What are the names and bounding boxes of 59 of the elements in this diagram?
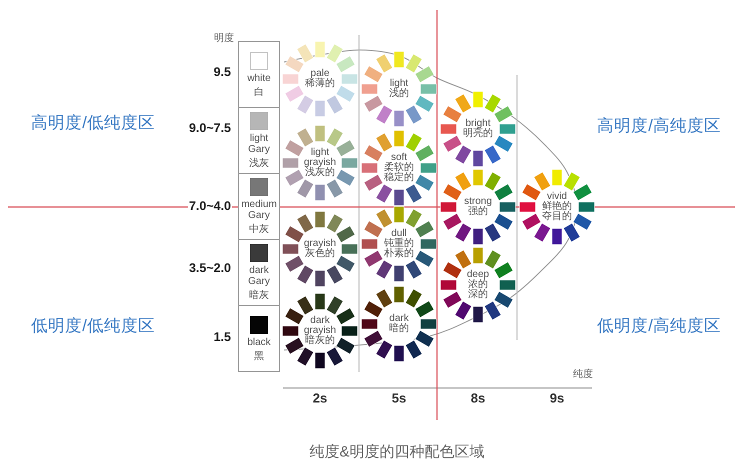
tone-label: vivid xyxy=(546,192,567,202)
axis-tick-label: 9s xyxy=(550,390,564,406)
tone-label: 深的 xyxy=(468,290,488,300)
lightness-value: 9.5 xyxy=(212,65,232,79)
tone-label: deep xyxy=(466,270,490,280)
tone-label: pale xyxy=(310,69,330,79)
lightness-value: 7.0~4.0 xyxy=(188,199,232,213)
tone-label: soft xyxy=(390,153,408,163)
zone-label: 高明度/高纯度区 xyxy=(597,116,721,137)
lightness-value: 3.5~2.0 xyxy=(188,261,232,275)
tone-label: 强的 xyxy=(468,207,488,217)
step-label: dark Gary xyxy=(247,265,271,287)
step-label: 白 xyxy=(254,86,264,98)
tone-label: 暗的 xyxy=(389,324,409,334)
tone-label: dull xyxy=(391,229,407,239)
step-label: white xyxy=(247,72,271,84)
tone-label: 稀薄的 xyxy=(305,79,335,89)
tone-label: 柔软的 xyxy=(384,163,414,173)
tone-label: 鲜艳的 xyxy=(542,202,572,212)
zone-label: 低明度/低纯度区 xyxy=(31,316,155,337)
tone-label: 朴素的 xyxy=(384,249,414,259)
axis-tick-label: 2s xyxy=(312,390,328,406)
tone-label: grayish xyxy=(304,239,336,249)
step-label: 浅灰 xyxy=(249,158,269,169)
tone-label: 夺目的 xyxy=(542,212,572,222)
tone-label: 稳定的 xyxy=(384,173,414,183)
tone-label: light grayish xyxy=(303,148,337,168)
tone-label: dark xyxy=(389,314,409,324)
lightness-step xyxy=(238,239,280,306)
step-label: black xyxy=(247,336,271,348)
tone-label: light xyxy=(390,79,408,89)
step-label: 暗灰 xyxy=(249,290,269,301)
caption: 纯度&明度的四种配色区域 xyxy=(310,442,484,462)
lightness-value: 9.0~7.5 xyxy=(188,121,232,135)
axis-title: 纯度 xyxy=(573,368,593,381)
lightness-step xyxy=(238,107,280,174)
lightness-step xyxy=(238,41,280,108)
axis-tick-label: 8s xyxy=(470,390,486,406)
tone-label: 灰色的 xyxy=(305,249,335,259)
tone-label: dark grayish xyxy=(303,316,337,336)
step-label: light Gary xyxy=(247,133,271,155)
tone-label: 浅的 xyxy=(389,89,409,99)
axis-title: 明度 xyxy=(214,32,234,45)
tone-label: 浅灰的 xyxy=(305,168,335,178)
lightness-step xyxy=(238,305,280,372)
tone-label: 明亮的 xyxy=(463,129,493,139)
tone-label: bright xyxy=(465,119,490,129)
tone-label: 浓的 xyxy=(468,280,488,290)
lightness-value: 1.5 xyxy=(212,330,232,344)
tone-label: 钝重的 xyxy=(384,239,414,249)
lightness-step xyxy=(238,173,280,240)
axis-tick-label: 5s xyxy=(392,390,406,406)
zone-label: 高明度/低纯度区 xyxy=(31,113,155,134)
tone-label: 暗灰的 xyxy=(305,336,335,346)
tone-label: strong xyxy=(464,197,492,207)
step-label: 黑 xyxy=(254,350,264,362)
step-label: medium Gary xyxy=(240,199,278,221)
step-label: 中灰 xyxy=(249,224,269,235)
zone-label: 低明度/高纯度区 xyxy=(597,316,721,337)
